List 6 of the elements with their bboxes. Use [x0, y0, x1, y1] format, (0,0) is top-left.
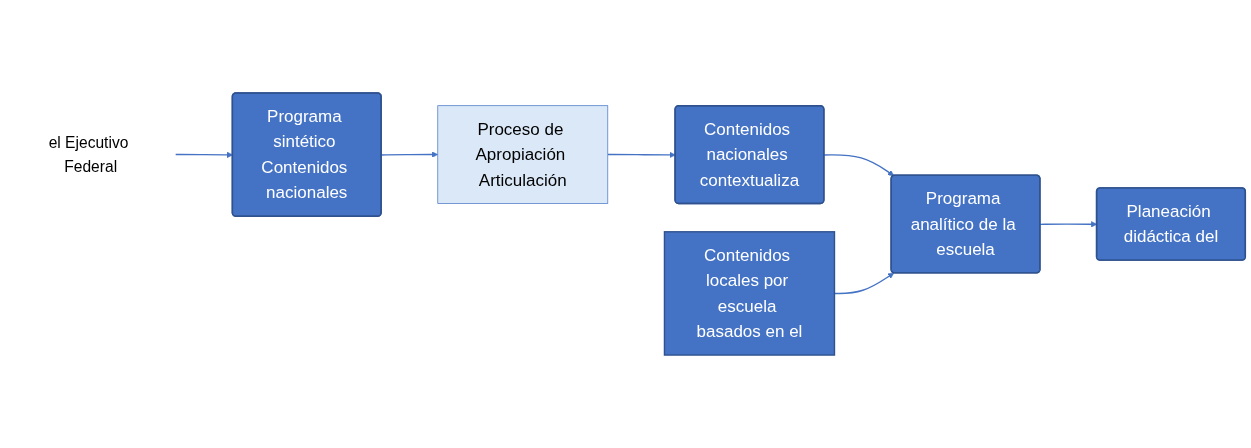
node-box: Contenidos locales por escuela basados en el — [663, 231, 836, 356]
arrow — [823, 154, 895, 176]
arrow — [174, 151, 233, 158]
arrow — [607, 151, 676, 158]
node-text: el Ejecutivo Federal — [48, 134, 129, 176]
node-box: Proceso de Apropiación Articulación — [437, 105, 609, 204]
